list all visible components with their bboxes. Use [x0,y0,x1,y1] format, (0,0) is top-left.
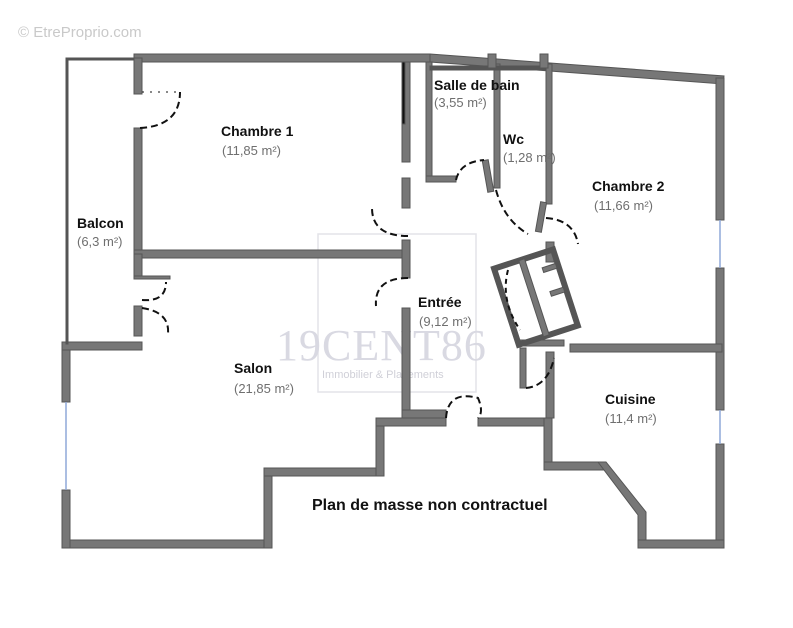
room-area-cuisine: (11,4 m²) [605,411,657,426]
room-area-salle-de-bain: (3,55 m²) [434,95,487,110]
room-name-wc: Wc [503,131,524,147]
room-name-salon: Salon [234,360,272,376]
room-labels: Chambre 1 (11,85 m²) Salle de bain (3,55… [77,77,665,426]
windows [65,220,721,490]
room-name-entree: Entrée [418,294,462,310]
room-name-cuisine: Cuisine [605,391,656,407]
plan-disclaimer: Plan de masse non contractuel [312,497,548,514]
watermark-tagline: Immobilier & Placements [322,369,444,381]
copyright-notice: © EtreProprio.com [18,24,142,41]
room-area-chambre-2: (11,66 m²) [594,198,653,213]
room-area-chambre-1: (11,85 m²) [222,143,281,158]
watermark-brand: 19CENT86 [276,321,487,370]
room-area-wc: (1,28 m²) [503,150,556,165]
doors [139,91,579,419]
room-area-balcon: (6,3 m²) [77,234,123,249]
watermark: 19CENT86 Immobilier & Placements [276,233,487,393]
room-name-chambre-1: Chambre 1 [221,123,294,139]
room-name-chambre-2: Chambre 2 [592,178,665,194]
room-name-salle-de-bain: Salle de bain [434,77,520,93]
room-name-balcon: Balcon [77,215,124,231]
room-area-salon: (21,85 m²) [234,381,294,396]
room-area-entree: (9,12 m²) [419,314,472,329]
walls [61,53,725,549]
